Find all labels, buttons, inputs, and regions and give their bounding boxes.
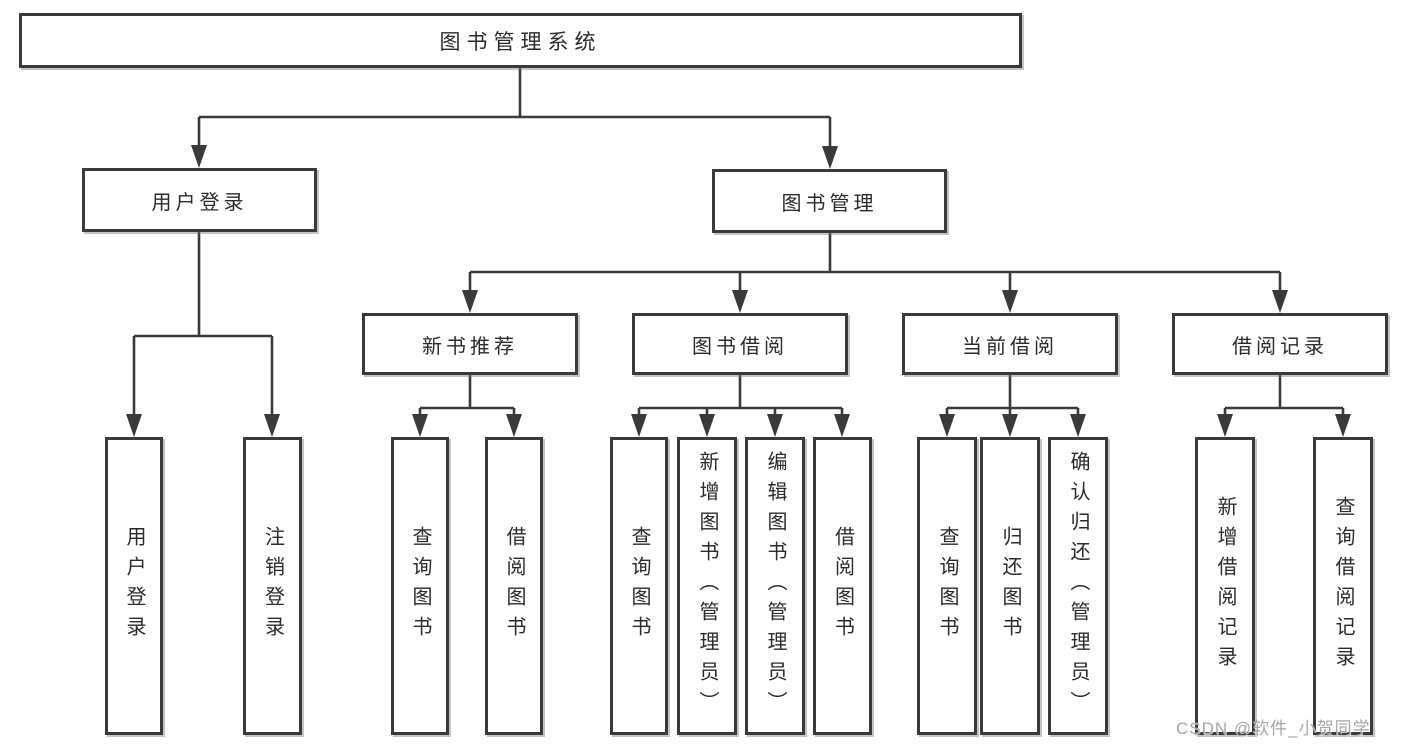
node-label: 图书管理系统 — [439, 30, 602, 54]
node-bb-borrow-books: 借阅图书 — [813, 437, 872, 735]
node-label: 借阅图书 — [831, 526, 854, 646]
node-label: 归还图书 — [999, 526, 1021, 646]
node-label: 图书借阅 — [692, 335, 788, 358]
node-label: 用户登录 — [123, 526, 145, 646]
node-nbr-query-books: 查询图书 — [391, 437, 449, 735]
node-cb-return-books: 归还图书 — [980, 437, 1040, 735]
node-library-management-system: 图书管理系统 — [19, 13, 1022, 68]
node-user-login: 用户登录 — [82, 168, 317, 232]
node-br-query-record: 查询借阅记录 — [1313, 437, 1373, 735]
csdn-watermark: CSDN @软件_小贺同学 — [1176, 719, 1371, 738]
node-label: 新增图书（管理员） — [696, 451, 718, 721]
node-label: 查询图书 — [628, 526, 650, 646]
node-cb-confirm-return-admin: 确认归还（管理员） — [1048, 437, 1108, 735]
node-label: 新增借阅记录 — [1214, 496, 1236, 676]
node-label: 当前借阅 — [962, 335, 1058, 358]
node-bb-query-books: 查询图书 — [610, 437, 668, 735]
node-nbr-borrow-books: 借阅图书 — [485, 437, 543, 735]
node-label: 查询图书 — [936, 526, 958, 646]
elbow-connectors — [132, 68, 1345, 415]
node-user-login-action: 用户登录 — [105, 437, 163, 735]
node-label: 借阅图书 — [503, 526, 525, 646]
node-label: 新书推荐 — [422, 335, 518, 358]
node-book-management: 图书管理 — [712, 169, 947, 233]
node-br-add-record: 新增借阅记录 — [1195, 437, 1255, 735]
node-book-borrowing: 图书借阅 — [632, 313, 848, 375]
node-label: 查询借阅记录 — [1332, 496, 1354, 676]
node-new-book-recommend: 新书推荐 — [362, 313, 578, 375]
node-label: 图书管理 — [781, 192, 878, 215]
node-cb-query-books: 查询图书 — [917, 437, 977, 735]
arrowhead-icons — [126, 145, 1351, 437]
node-label: 注销登录 — [261, 526, 284, 646]
node-current-borrowing: 当前借阅 — [902, 313, 1118, 375]
node-label: 确认归还（管理员） — [1067, 451, 1089, 721]
node-bb-edit-books-admin: 编辑图书（管理员） — [745, 437, 805, 735]
node-borrowing-records: 借阅记录 — [1172, 313, 1388, 375]
node-label: 借阅记录 — [1232, 335, 1328, 358]
node-logout: 注销登录 — [243, 437, 302, 735]
node-bb-add-books-admin: 新增图书（管理员） — [677, 437, 737, 735]
node-label: 用户登录 — [151, 191, 248, 214]
node-label: 编辑图书（管理员） — [764, 451, 786, 721]
node-label: 查询图书 — [409, 526, 431, 646]
